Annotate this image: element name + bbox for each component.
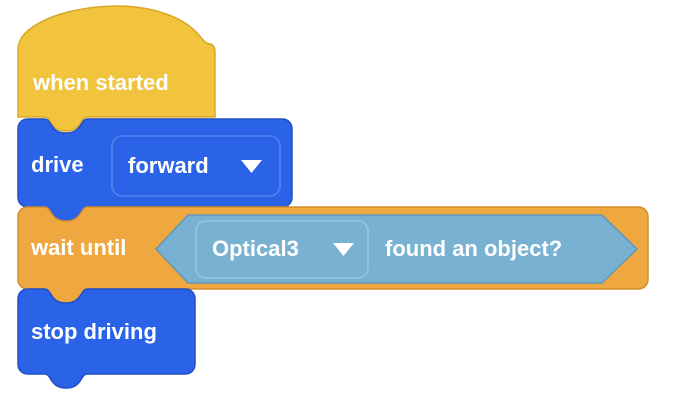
block-wait-until[interactable]: wait until Optical3 found an object?	[17, 206, 649, 304]
block-when-started[interactable]: when started	[17, 5, 216, 132]
boolean-label: found an object?	[385, 236, 562, 261]
stop-driving-shape[interactable]	[17, 288, 196, 389]
drive-direction-value: forward	[128, 153, 209, 178]
chevron-down-icon[interactable]	[333, 243, 354, 256]
drive-direction-dropdown-bg[interactable]	[111, 135, 281, 197]
wait-until-label: wait until	[30, 235, 126, 260]
optical-sensor-value: Optical3	[212, 236, 299, 261]
chevron-down-icon[interactable]	[241, 160, 262, 173]
block-stop-driving[interactable]: stop driving	[17, 288, 196, 389]
optical-sensor-dropdown[interactable]: Optical3	[195, 220, 369, 279]
stop-driving-label: stop driving	[31, 319, 157, 344]
when-started-label: when started	[32, 70, 169, 95]
drive-label: drive	[31, 152, 84, 177]
optical-sensor-dropdown-bg[interactable]	[195, 220, 369, 279]
drive-direction-dropdown[interactable]: forward	[111, 135, 281, 197]
when-started-shape[interactable]	[17, 5, 216, 132]
boolean-optical-found-object[interactable]: Optical3 found an object?	[155, 214, 638, 284]
block-drive[interactable]: drive forward	[17, 118, 293, 222]
